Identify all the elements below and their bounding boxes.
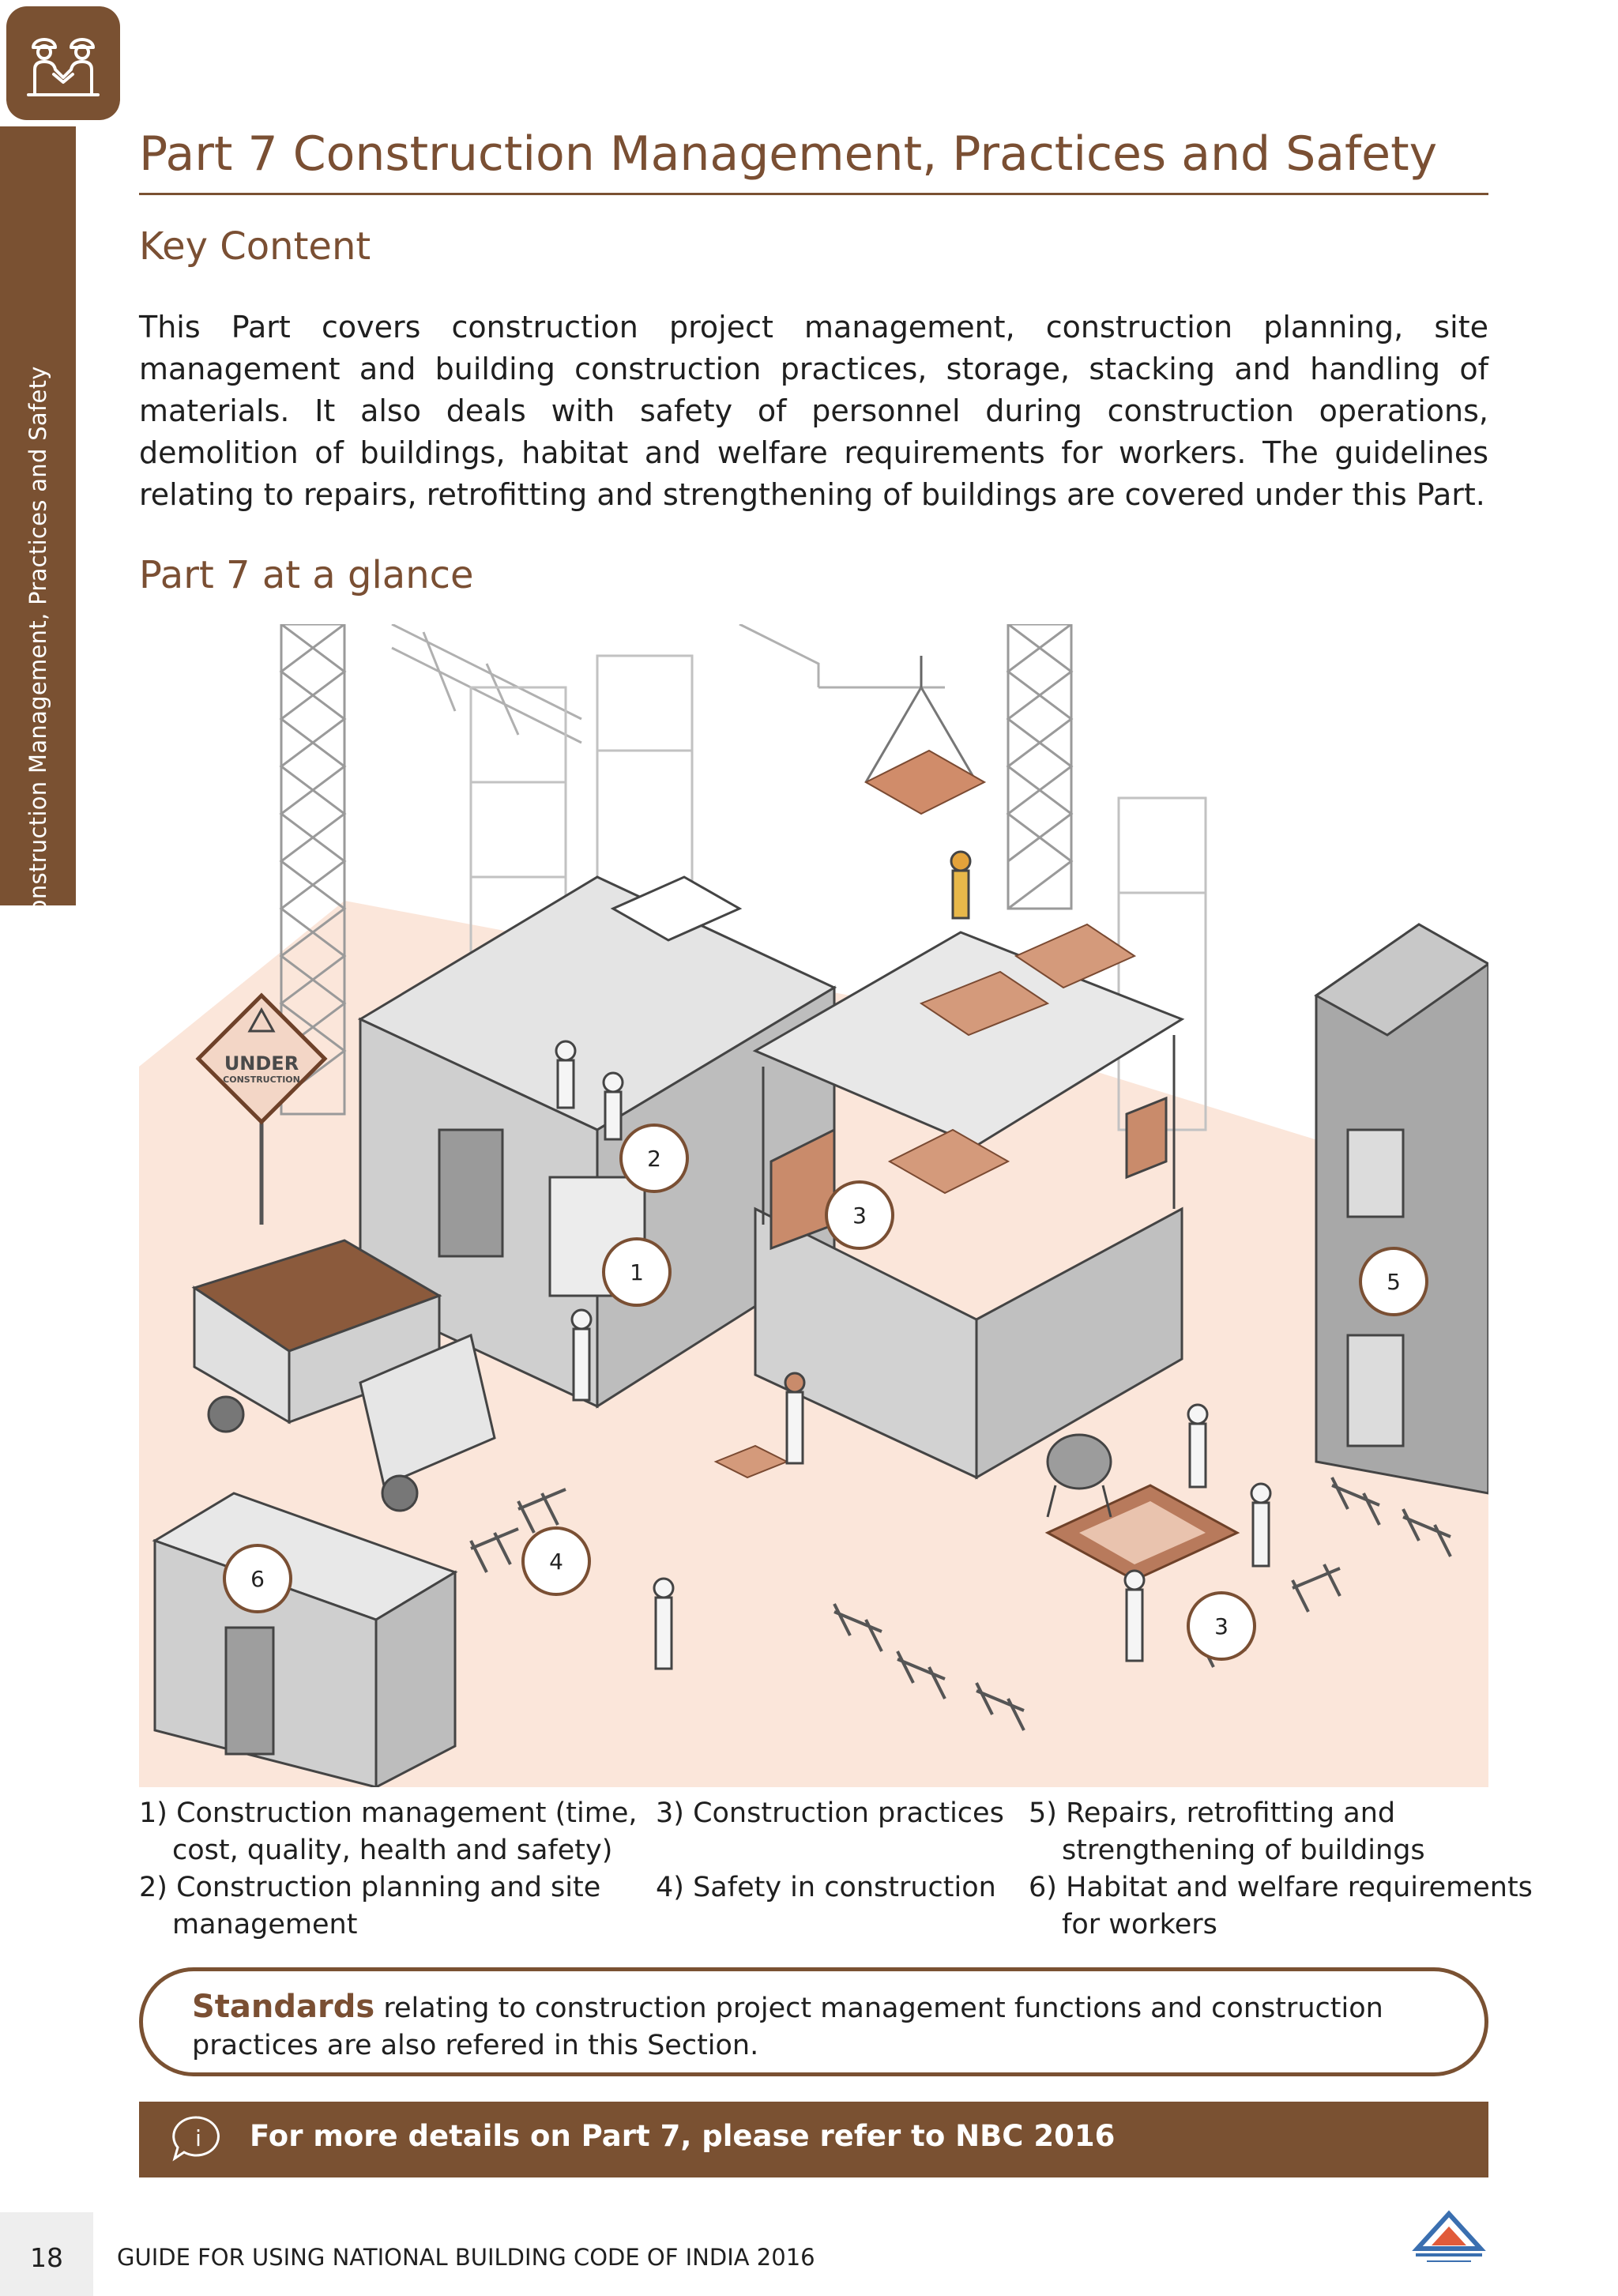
- marker-5: 5: [1359, 1247, 1428, 1316]
- sign-text-construction: CONSTRUCTION: [223, 1075, 300, 1085]
- material-stacks: [713, 923, 1137, 1479]
- svg-text:1: 1: [630, 1259, 644, 1285]
- marker-3-lower: 3: [1187, 1591, 1256, 1661]
- standards-keyword: Standards: [192, 1989, 375, 2025]
- under-construction-sign: UNDER CONSTRUCTION: [195, 992, 328, 1225]
- crane-hook-load: [864, 656, 987, 815]
- neighbour-building: [1314, 923, 1488, 1495]
- page-number: 18: [30, 2242, 63, 2273]
- side-tab-label: Construction Management, Practices and S…: [24, 366, 51, 930]
- corner-badge: [6, 6, 120, 120]
- legend-item-4: 4) Safety in construction: [656, 1872, 996, 1903]
- crane-jib: [391, 624, 945, 744]
- svg-text:5: 5: [1387, 1269, 1401, 1295]
- bis-logo-icon: [1412, 2210, 1486, 2262]
- key-content-paragraph: This Part covers construction project ma…: [139, 310, 1488, 512]
- sign-text-under: UNDER: [224, 1052, 299, 1075]
- marker-6: 6: [223, 1544, 292, 1613]
- legend-item-2: 2) Construction planning and site manage…: [139, 1872, 601, 1940]
- marker-1: 1: [602, 1237, 672, 1307]
- dump-truck: [191, 1239, 496, 1512]
- svg-text:i: i: [195, 2125, 201, 2151]
- marker-4: 4: [521, 1526, 591, 1596]
- building-right-block: [752, 931, 1185, 1480]
- legend-item-3: 3) Construction practices: [656, 1797, 1004, 1829]
- marker-3-upper: 3: [825, 1180, 894, 1250]
- info-speech-icon: i: [172, 2116, 220, 2162]
- title-divider: [139, 193, 1488, 195]
- welfare-hut: [152, 1492, 458, 1787]
- svg-text:3: 3: [1214, 1613, 1229, 1639]
- marker-2: 2: [619, 1124, 689, 1193]
- standards-text: Standards relating to construction proje…: [192, 1989, 1456, 2065]
- info-bar: i For more details on Part 7, please ref…: [139, 2102, 1488, 2177]
- legend-item-1: 1) Construction management (time, cost, …: [139, 1797, 638, 1866]
- concrete-mixer: [1046, 1433, 1112, 1518]
- legend-item-5: 5) Repairs, retrofitting and strengtheni…: [1029, 1797, 1425, 1866]
- page-number-box: 18: [0, 2212, 93, 2296]
- svg-text:2: 2: [647, 1146, 661, 1172]
- page-title: Part 7 Construction Management, Practice…: [139, 126, 1438, 182]
- svg-text:6: 6: [250, 1566, 265, 1592]
- glance-heading: Part 7 at a glance: [139, 553, 474, 597]
- scaffold-frames: [469, 654, 1207, 1131]
- construction-site-illustration: UNDER CONSTRUCTION 1: [139, 624, 1488, 1787]
- tower-crane-right: [1006, 624, 1074, 910]
- svg-text:3: 3: [852, 1203, 867, 1229]
- info-text: For more details on Part 7, please refer…: [250, 2119, 1116, 2153]
- workers: [555, 850, 1272, 1670]
- svg-text:4: 4: [549, 1549, 563, 1575]
- markers: 1 2 3 3 4 5 6: [223, 1124, 1428, 1661]
- legend-item-6: 6) Habitat and welfare requirements for …: [1029, 1872, 1533, 1940]
- standards-note: Standards relating to construction proje…: [139, 1967, 1488, 2076]
- key-content-heading: Key Content: [139, 224, 371, 269]
- tower-crane-left: [279, 624, 347, 1116]
- side-tab: Construction Management, Practices and S…: [0, 126, 76, 930]
- standards-body: relating to construction project managem…: [192, 1993, 1383, 2061]
- workers-handshake-icon: [27, 38, 100, 96]
- footer-text: GUIDE FOR USING NATIONAL BUILDING CODE O…: [117, 2244, 815, 2271]
